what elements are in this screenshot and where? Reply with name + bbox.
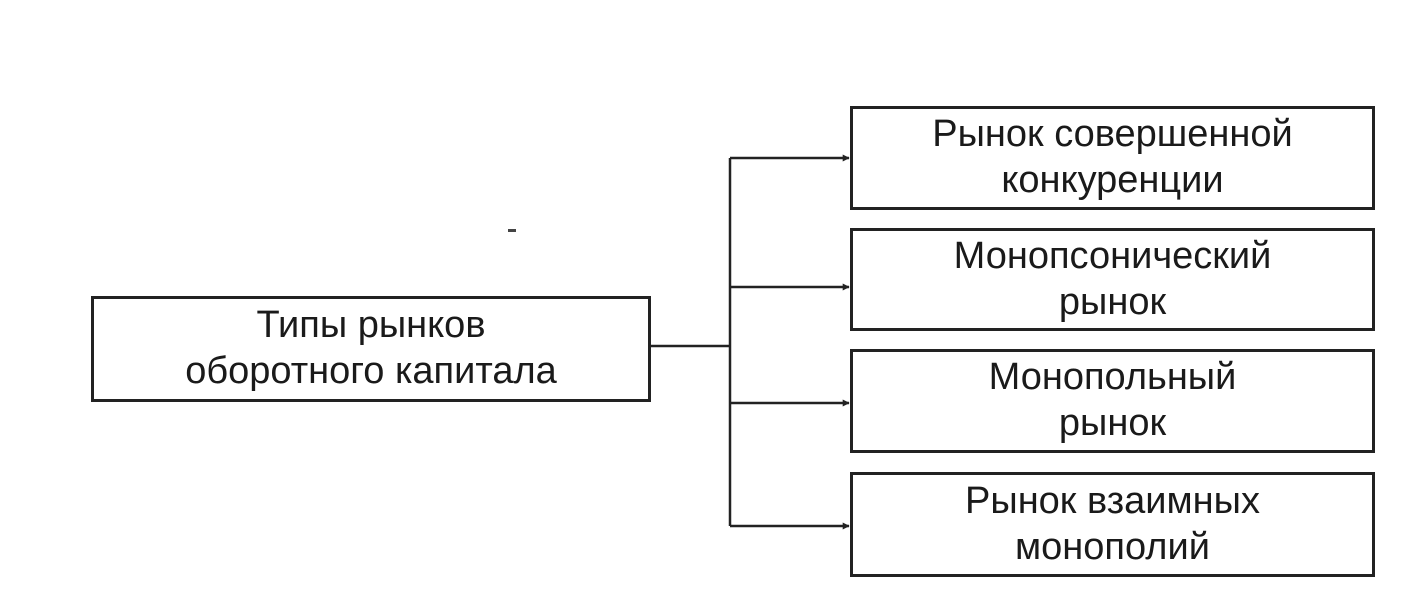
target-box-monopoly: Монопольный рынок — [850, 349, 1375, 453]
target-1-line-1: Рынок совершенной — [932, 113, 1293, 156]
target-4-line-1: Рынок взаимных — [965, 479, 1260, 522]
source-line-1: Типы рынков — [256, 304, 486, 347]
stray-mark — [508, 229, 516, 232]
target-3-line-2: рынок — [1058, 402, 1167, 444]
target-3-line-1: Монопольный — [988, 356, 1237, 399]
target-box-monopsony: Монопсонический рынок — [850, 228, 1375, 331]
target-2-line-2: рынок — [1058, 280, 1167, 323]
source-line-2: оборотного капитала — [185, 350, 557, 392]
target-box-mutual-monopolies: Рынок взаимных монополий — [850, 472, 1375, 577]
target-1-line-2: конкуренции — [1001, 159, 1224, 201]
target-box-perfect-competition: Рынок совершенной конкуренции — [850, 106, 1375, 210]
target-2-line-1: Монопсонический — [953, 234, 1272, 277]
target-4-line-2: монополий — [1015, 525, 1210, 568]
source-box: Типы рынков оборотного капитала — [91, 296, 651, 402]
